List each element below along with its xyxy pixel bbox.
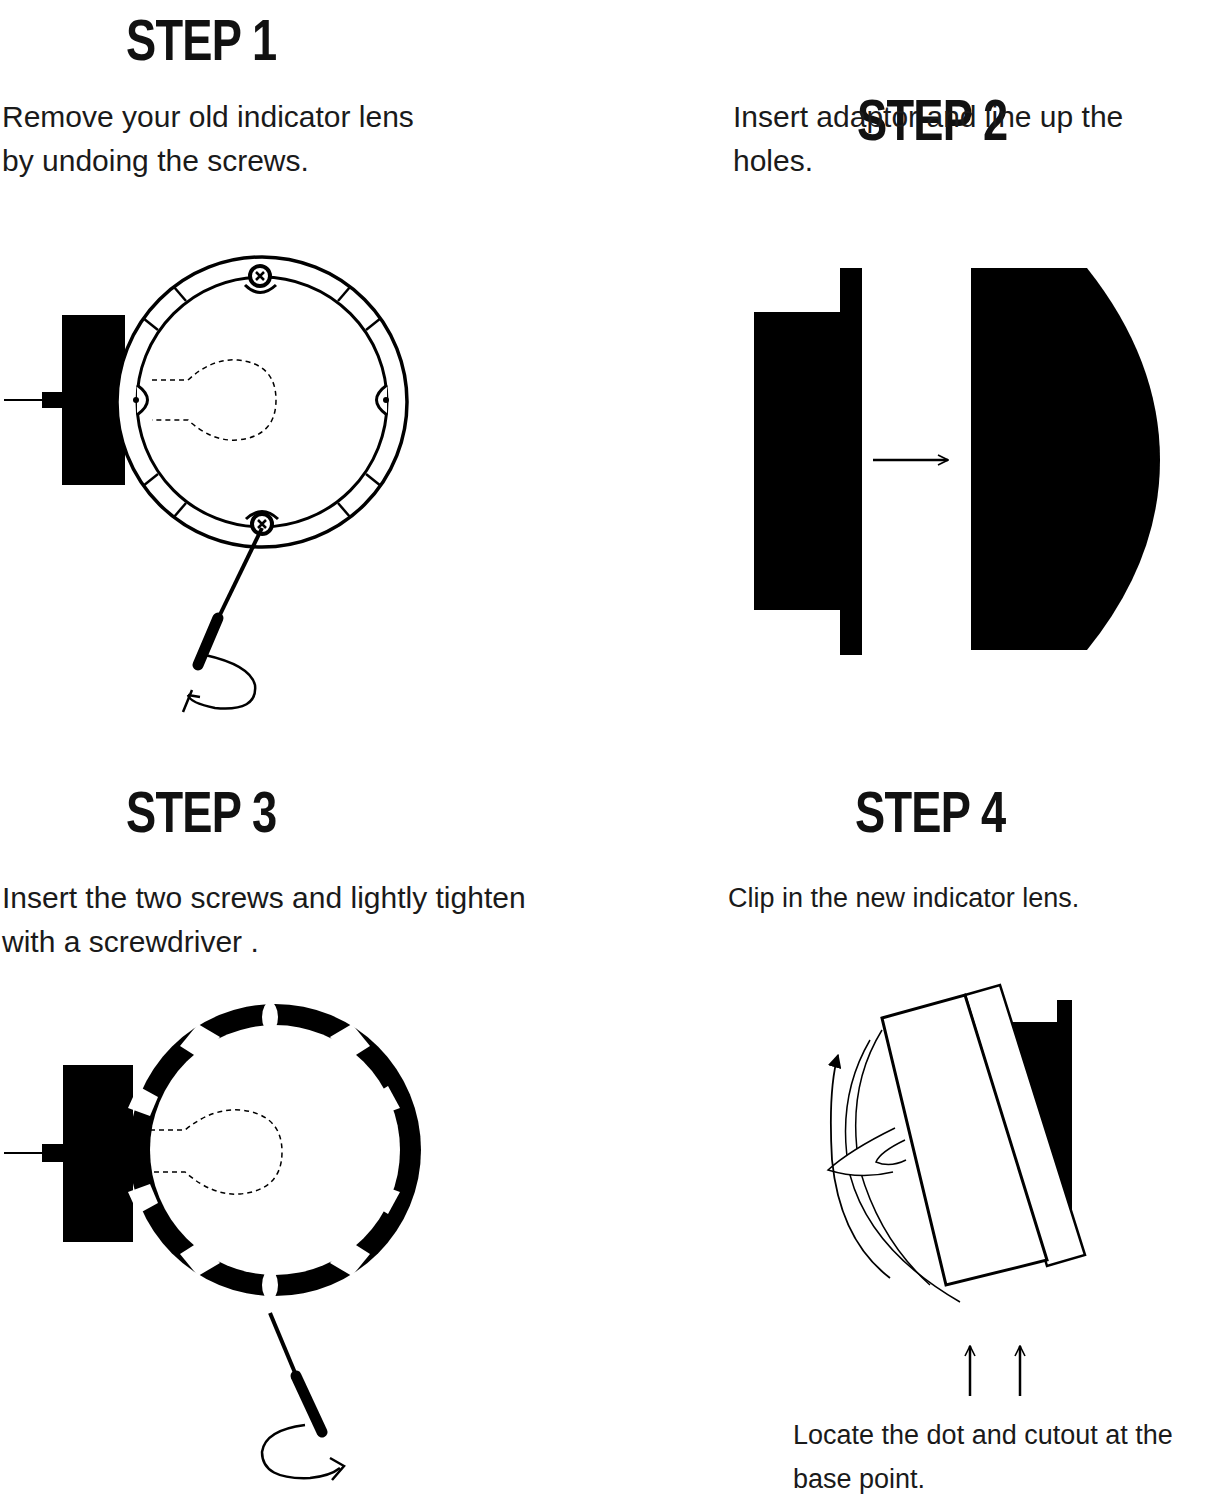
step-heading: STEP 3 — [126, 782, 276, 842]
step4-lens — [828, 985, 1085, 1396]
instruction-text: Insert the two screws and lightly tighte… — [2, 876, 542, 964]
step1-lamp — [4, 257, 407, 712]
instruction-text: Remove your old indicator lens by undoin… — [2, 95, 452, 183]
step2-adaptor — [754, 268, 1160, 655]
step-heading: STEP 1 — [126, 10, 276, 70]
note-text: Locate the dot and cutout at the base po… — [793, 1413, 1201, 1500]
step-heading: STEP 4 — [855, 782, 1005, 842]
instruction-text: Clip in the new indicator lens. — [728, 876, 1202, 920]
instruction-text: Insert adaptor and line up the holes. — [733, 95, 1143, 183]
step3-lamp — [4, 1002, 421, 1480]
